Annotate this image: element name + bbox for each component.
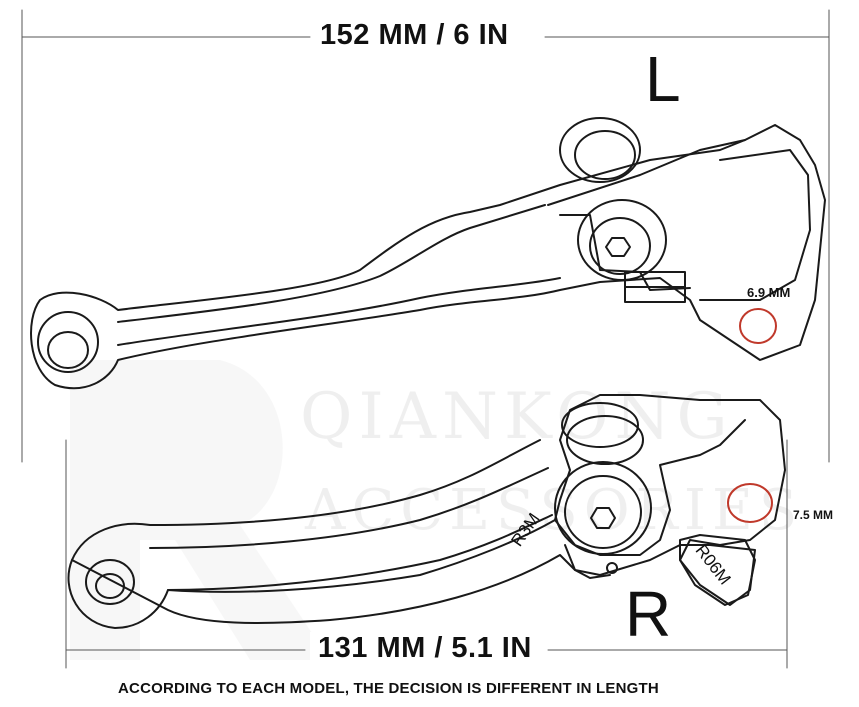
- hole-7-5: [727, 483, 773, 523]
- right-lever-letter: R: [625, 578, 672, 650]
- top-dimension-lines: [21, 9, 830, 463]
- top-length-label: 152 MM / 6 IN: [312, 19, 517, 52]
- watermark-r-logo: [70, 360, 330, 660]
- top-lever: [30, 117, 826, 390]
- footer-note: ACCORDING TO EACH MODEL, THE DECISION IS…: [118, 680, 659, 697]
- bottom-length-label: 131 MM / 5.1 IN: [310, 632, 540, 665]
- bottom-dimension-lines: [65, 439, 788, 669]
- left-lever-letter: L: [645, 43, 681, 115]
- watermark-line-1: QIANKONG: [300, 380, 734, 454]
- bottom-lever: [67, 394, 786, 629]
- watermark-line-2: ACCESSORIES: [305, 478, 804, 543]
- top-hole-size-label: 6.9 MM: [747, 285, 791, 300]
- bottom-hole-size-label: 7.5 MM: [793, 508, 834, 522]
- hole-6-9: [739, 308, 777, 344]
